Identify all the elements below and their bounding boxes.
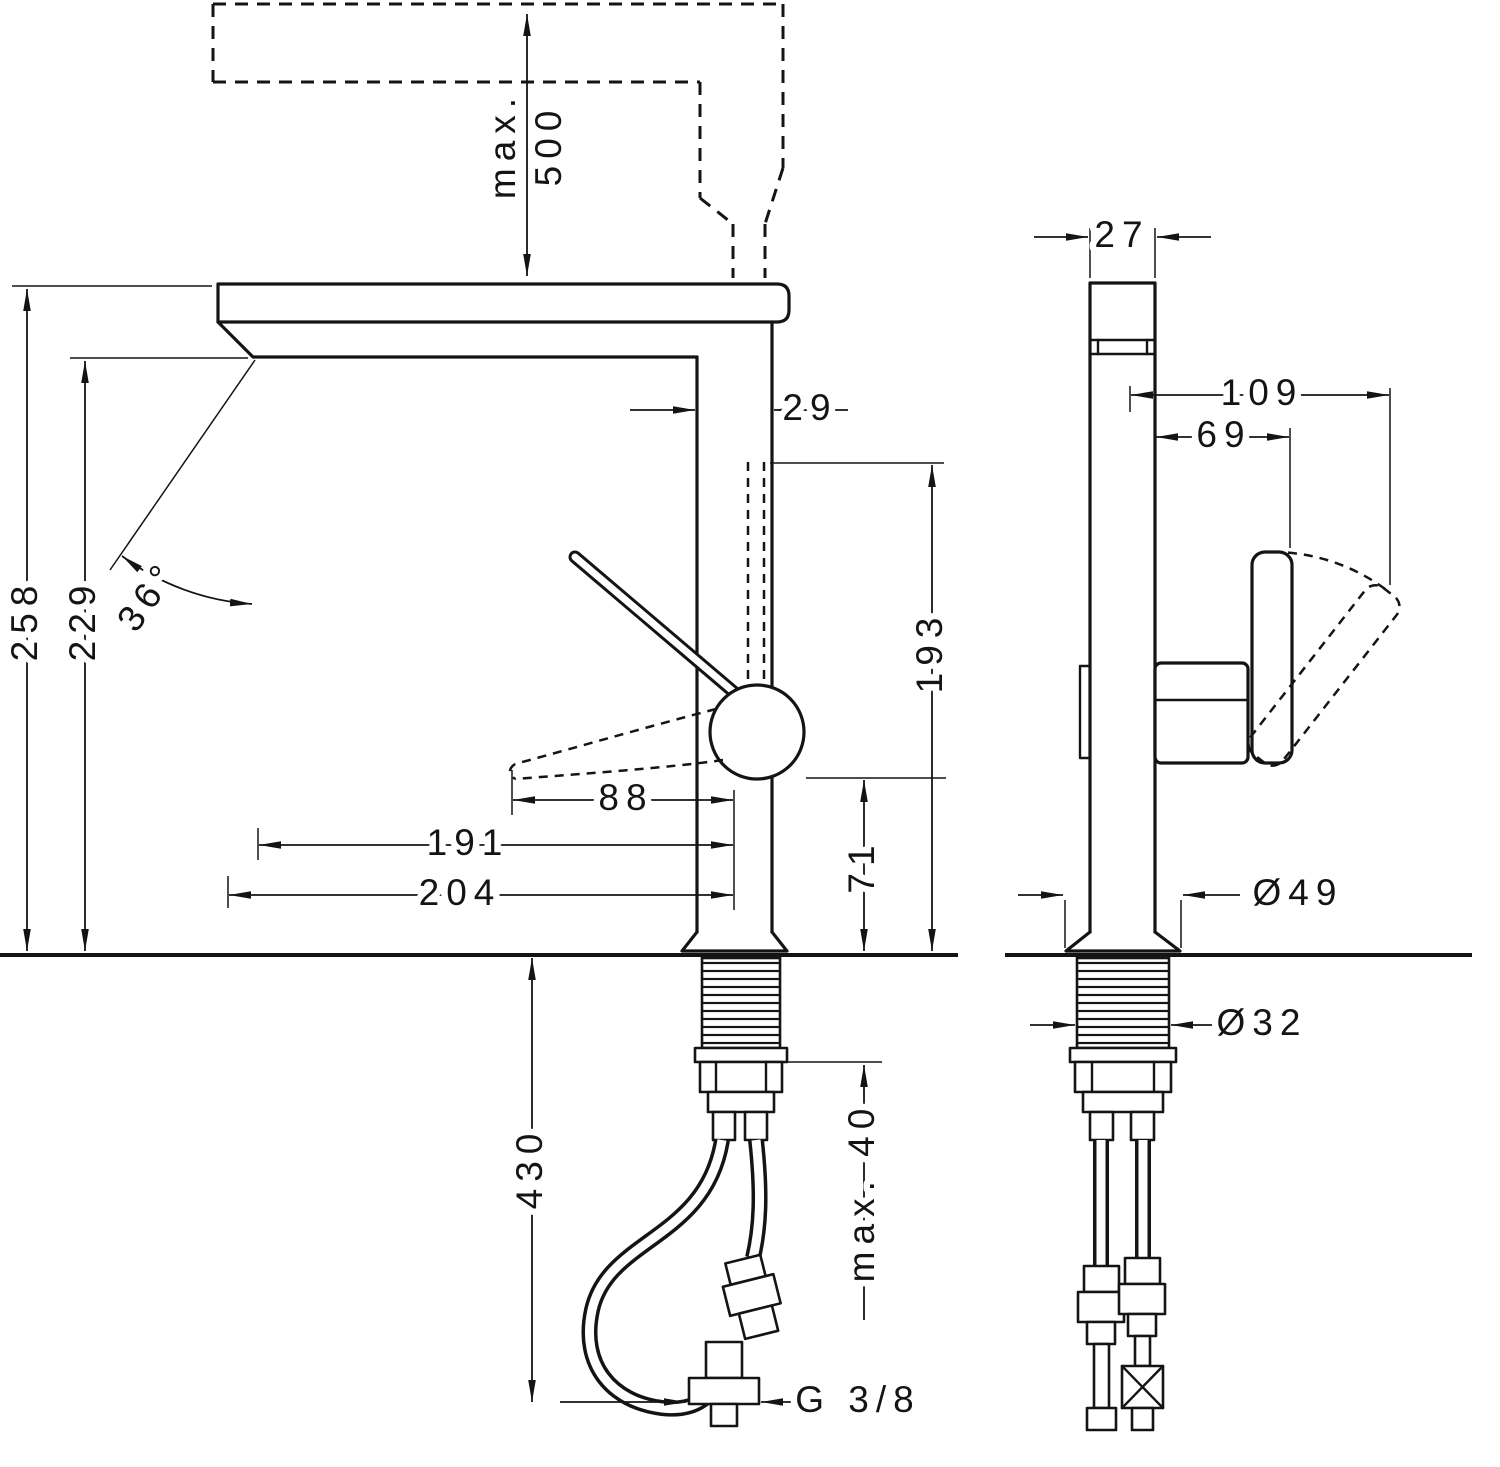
hose-fitting-angled [721, 1253, 782, 1341]
dim-lever-width: 69 [1196, 414, 1251, 455]
dim-total-height: 258 [4, 579, 45, 662]
threaded-shank [700, 956, 782, 1050]
hose-loop [581, 1138, 731, 1417]
under-counter-right [1068, 956, 1178, 1432]
dim-swivel-angle: 36° [109, 552, 187, 639]
fitting-front-right [1117, 1256, 1167, 1432]
handle-lever [508, 550, 806, 781]
dim-base-diameter: Ø49 [1253, 872, 1344, 913]
dim-body-depth: 27 [1094, 214, 1149, 255]
hoses-front [1093, 1140, 1151, 1268]
right-view-front: 27 109 69 Ø49 Ø32 [1005, 207, 1472, 1432]
hose-short [745, 1139, 768, 1260]
handle-dashed-position [1247, 583, 1401, 767]
dim-connection-thread: G 3/8 [795, 1379, 921, 1420]
handle-pivot [708, 683, 806, 781]
dim-lever-reach: 88 [598, 777, 653, 818]
pullout-spray-dashed-outline [211, 2, 785, 278]
hose-fitting-bottom [687, 1340, 761, 1428]
dim-shank-diameter: Ø32 [1217, 1002, 1308, 1043]
dim-max-pullout-value: 500 [528, 104, 569, 187]
dim-aerator-reach: 191 [427, 822, 510, 863]
fitting-front-left [1076, 1264, 1126, 1432]
left-view-side: max. 500 258 229 36° 29 193 [0, 2, 958, 1428]
faucet-body-front [1064, 281, 1182, 953]
dim-spout-body-width: 29 [782, 387, 837, 428]
dim-spout-reach: 204 [419, 872, 502, 913]
dim-handle-clearance: 71 [841, 838, 882, 893]
dim-max-mounting-thickness: max. 40 [841, 1102, 882, 1283]
threaded-shank-front [1075, 956, 1171, 1050]
under-counter-left [581, 956, 789, 1428]
dim-pullout-top-height: 193 [909, 611, 950, 694]
dim-spout-underside-height: 229 [62, 579, 103, 662]
dim-lever-swing-width: 109 [1221, 372, 1304, 413]
handle-front [1153, 550, 1401, 767]
dim-hose-length: 430 [509, 1127, 550, 1210]
dim-max-pullout-label: max. [482, 91, 523, 199]
faucet-body [216, 282, 791, 953]
dimensions-left: max. 500 258 229 36° 29 193 [0, 14, 956, 1426]
dimensions-right: 27 109 69 Ø49 Ø32 [1018, 207, 1391, 1049]
handle-lever-dashed-position [508, 707, 724, 781]
